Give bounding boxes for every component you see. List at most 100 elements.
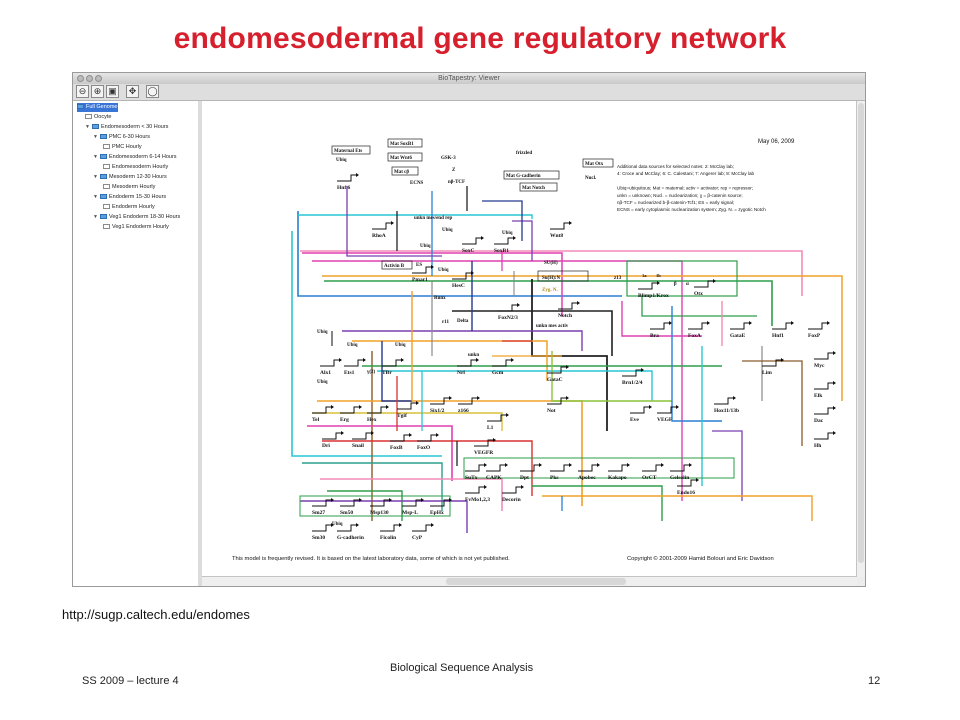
- tree-item[interactable]: Veg1 Endoderm Hourly: [103, 223, 169, 232]
- expand-triangle-icon[interactable]: ▼: [93, 174, 98, 180]
- gene-label: Maternal Ets: [334, 149, 362, 154]
- gene-bar: [337, 524, 356, 532]
- gene-label: Apobec: [578, 475, 596, 481]
- gene-label: GSK-3: [441, 156, 456, 161]
- gene-label: unkn: [468, 353, 479, 358]
- gene-label: CyP: [412, 535, 423, 541]
- tree-item[interactable]: Endomesoderm Hourly: [103, 163, 168, 172]
- gene-arrow: [521, 485, 524, 489]
- gene-label: Not: [547, 408, 556, 414]
- tree-item-label: PMC 6-30 Hours: [109, 134, 150, 140]
- gene-label: FoxN2/3: [498, 315, 518, 321]
- copyright-text: Copyright © 2001-2009 Hamid Bolouri and …: [627, 555, 774, 562]
- gene-label: nβ-TCF: [448, 180, 465, 185]
- expand-triangle-icon[interactable]: ▼: [93, 214, 98, 220]
- gene-arrow: [356, 173, 359, 177]
- tree-item[interactable]: ▼Mesoderm 12-30 Hours: [93, 173, 167, 182]
- gene-label: Kakapo: [608, 475, 627, 481]
- tree-item-label: Full Genome: [86, 104, 118, 110]
- module-box: [299, 495, 451, 517]
- tree-item-label: PMC Hourly: [112, 144, 142, 150]
- gene-arrow: [436, 433, 439, 437]
- close-window-button[interactable]: [77, 75, 84, 82]
- gene-bar: [465, 464, 484, 472]
- gene-arrow: [331, 523, 334, 527]
- gene-label: Mat G-cadherin: [506, 174, 541, 179]
- folder-icon: [100, 194, 107, 200]
- tree-item[interactable]: Endoderm Hourly: [103, 203, 155, 212]
- regulatory-link: [342, 330, 583, 351]
- minimize-window-button[interactable]: [86, 75, 93, 82]
- gene-label: Brn1/2/4: [622, 380, 643, 386]
- pan-button[interactable]: ✥: [126, 85, 139, 98]
- pan-icon: ✥: [128, 86, 137, 96]
- expand-triangle-icon[interactable]: ▼: [85, 124, 90, 130]
- gene-label: Myc: [814, 363, 825, 369]
- expand-triangle-icon[interactable]: ▼: [93, 134, 98, 140]
- gene-arrow: [569, 463, 572, 467]
- vertical-scroll-thumb[interactable]: [858, 103, 864, 563]
- gene-bar: [547, 366, 566, 374]
- gene-label: Sm50: [340, 510, 353, 516]
- comment-button[interactable]: ◯: [146, 85, 159, 98]
- vertical-scrollbar[interactable]: [856, 101, 865, 577]
- gene-arrow: [359, 498, 362, 502]
- gene-label: VEGFR: [474, 450, 494, 456]
- horizontal-scrollbar[interactable]: [202, 576, 857, 586]
- gene-arrow: [356, 523, 359, 527]
- gene-bar: [657, 406, 676, 414]
- folder-icon: [100, 214, 107, 220]
- tree-item[interactable]: ▼ PMC 6-30 Hours: [93, 133, 150, 142]
- zoom-window-button[interactable]: [95, 75, 102, 82]
- zoom-out-button[interactable]: ⊖: [76, 85, 89, 98]
- tree-item[interactable]: Oocyte: [85, 113, 111, 122]
- gene-bar: [320, 359, 339, 367]
- gene-label: Hh: [814, 443, 821, 449]
- footer-page-number: 12: [868, 675, 881, 687]
- zoom-to-fit-button[interactable]: ▣: [106, 85, 119, 98]
- gene-arrow: [539, 463, 542, 467]
- gene-label: CAPK: [486, 475, 502, 481]
- gene-arrow: [713, 279, 716, 283]
- gene-arrow: [484, 485, 487, 489]
- gene-arrow: [517, 303, 520, 307]
- folder-icon: [92, 124, 99, 130]
- source-url[interactable]: http://sugp.caltech.edu/endomes: [62, 607, 250, 622]
- gene-arrow: [471, 271, 474, 275]
- tree-item[interactable]: PMC Hourly: [103, 143, 142, 152]
- gene-label: Ubiq: [438, 268, 449, 273]
- gene-arrow: [676, 405, 679, 409]
- gene-label: TBr: [382, 370, 392, 376]
- expand-triangle-icon[interactable]: ▼: [93, 194, 98, 200]
- tree-item[interactable]: ▼Veg1 Endoderm 18-30 Hours: [93, 213, 180, 222]
- gene-bar: [312, 524, 331, 532]
- gene-bar: [462, 237, 481, 245]
- gene-bar: [340, 499, 359, 507]
- gene-label: Mat SoxB1: [390, 142, 414, 147]
- node-box: [381, 260, 413, 270]
- gene-label: Hnf 6: [337, 185, 351, 191]
- tree-item[interactable]: ▼Endoderm 15-30 Hours: [93, 193, 166, 202]
- document-icon: [103, 224, 110, 230]
- gene-bar: [608, 464, 627, 472]
- gene-bar: [487, 414, 506, 422]
- tree-item[interactable]: Mesoderm Hourly: [103, 183, 155, 192]
- gene-bar: [630, 406, 649, 414]
- gene-arrow: [431, 265, 434, 269]
- regulatory-link: [300, 500, 468, 533]
- gene-arrow: [505, 463, 508, 467]
- gene-bar: [492, 359, 511, 367]
- tree-item[interactable]: Full Genome: [77, 103, 118, 112]
- expand-triangle-icon[interactable]: ▼: [93, 154, 98, 160]
- gene-bar: [520, 464, 539, 472]
- zoom-in-button[interactable]: ⊕: [91, 85, 104, 98]
- horizontal-scroll-thumb[interactable]: [446, 578, 626, 585]
- gene-label: Notch: [558, 313, 572, 319]
- tree-item[interactable]: ▼Endomesoderm < 30 Hours: [85, 123, 168, 132]
- tree-item[interactable]: ▼Endomesoderm 6-14 Hours: [93, 153, 177, 162]
- gene-label: Hex: [367, 417, 377, 423]
- gene-label: FoxA: [688, 333, 701, 339]
- gene-label: Ubiq: [442, 228, 453, 233]
